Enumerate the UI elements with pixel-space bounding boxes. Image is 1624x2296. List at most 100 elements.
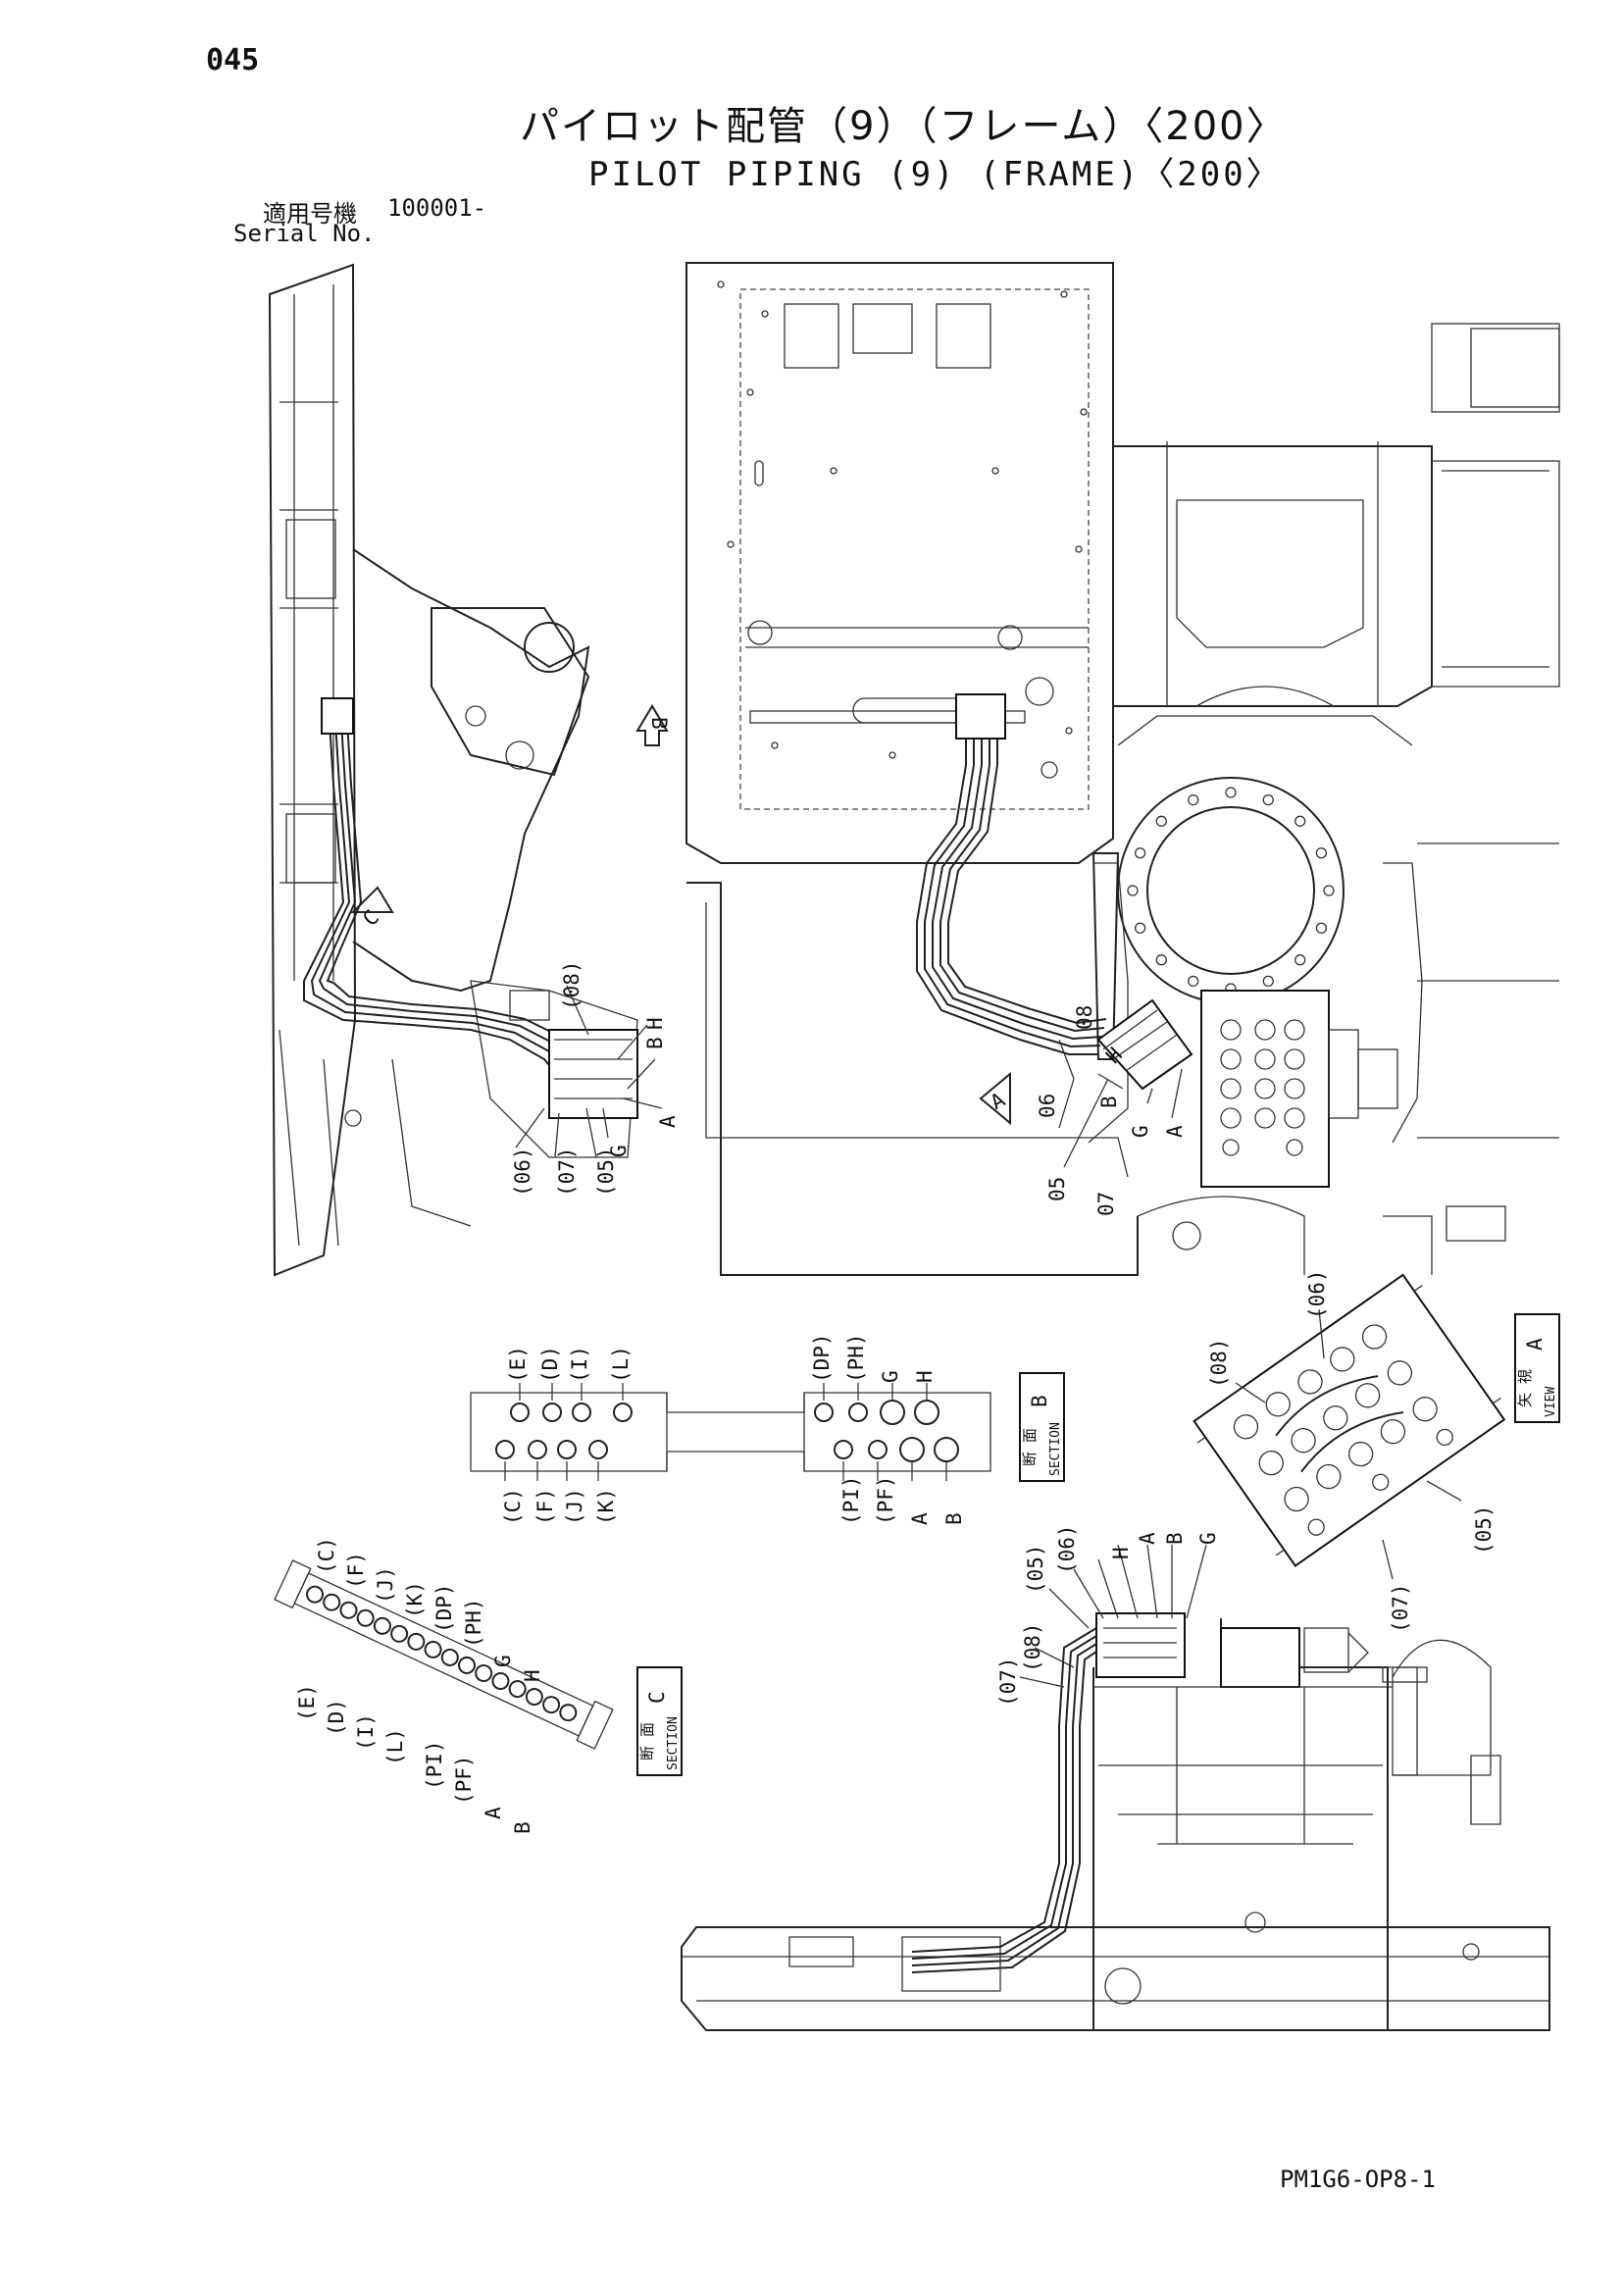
bolt-hole [1225,787,1237,798]
section-c-label: G [491,1655,515,1667]
section-b-top-label: (DP) [810,1333,834,1383]
section-c-label: (K) [403,1581,427,1618]
section-b-port [528,1440,547,1459]
section-b-bottom-label: B [942,1512,966,1525]
view-a-label: (05) [1472,1505,1496,1555]
bolt-hole [1134,847,1146,859]
section-c-label: A [482,1807,505,1819]
view-a-label: (06) [1305,1269,1329,1319]
bottom-view-label: A [1136,1532,1159,1545]
section-c-label: B [511,1821,534,1834]
section-c-tag-jp: 断 面 [638,1722,656,1760]
left-view-label: (07) [555,1147,579,1197]
section-b-bottom-label: (J) [563,1488,586,1525]
section-b-tag-en: SECTION [1048,1422,1063,1476]
section-b-top-label: (I) [568,1346,591,1383]
section-b-port [613,1403,633,1422]
section-b-top-label: G [879,1370,902,1383]
title-japanese: パイロット配管（9）（フレーム）〈200〉 [520,104,1288,149]
section-c-port [458,1656,477,1674]
section-c-port [306,1585,325,1604]
section-c-label: (PH) [462,1598,485,1648]
view-c-marker: C [358,905,383,931]
section-c-tag-en: SECTION [666,1716,681,1770]
section-c-label: (F) [344,1552,368,1589]
bottom-view-label: (06) [1055,1524,1079,1574]
view-a-label: (08) [1207,1338,1231,1388]
bolt-hole [1155,815,1167,827]
bolt-hole [1315,922,1328,934]
bottom-view-label: (05) [1024,1544,1047,1594]
section-c-port [559,1704,578,1722]
section-c-port [407,1632,426,1651]
main-view-label: G [1129,1125,1152,1138]
section-c-port [475,1663,493,1682]
left-frame-view: C (08) B H A G (05) (07) (06) [268,263,680,1277]
bottom-view-label: H [1109,1547,1133,1559]
main-view-label: A [1163,1125,1187,1138]
view-b-marker: B [647,717,671,730]
section-b-bottom-label: (F) [533,1488,557,1525]
section-b-port [834,1440,853,1459]
section-b-port [868,1440,888,1459]
section-b-port [848,1403,868,1422]
section-c-label: (PI) [423,1740,446,1790]
section-c-port [424,1640,442,1658]
section-b-bottom-label: (PF) [874,1475,897,1525]
left-view-label: (08) [560,960,584,1010]
view-b-arrow-icon [635,704,669,746]
bolt-hole [1315,847,1328,859]
left-view-label: B [643,1037,667,1049]
bolt-hole [1323,885,1335,896]
view-a-tag-en: VIEW [1544,1387,1558,1417]
section-b-bottom-label: A [908,1512,932,1525]
view-a-label: (07) [1389,1583,1412,1633]
bolt-hole [1262,975,1274,988]
left-view-label: (05) [594,1147,618,1197]
bolt-hole [1188,975,1199,988]
section-c-port [440,1648,459,1666]
section-b-bottom-label: (K) [594,1488,618,1525]
bolt-hole [1127,885,1139,896]
bolt-hole [1294,954,1306,966]
section-b-top-label: (D) [538,1346,562,1383]
view-c-arrow-icon [350,886,394,913]
section-c-label: (E) [295,1684,319,1721]
section-c-port [491,1672,510,1691]
page-number: 045 [206,43,260,77]
left-view-label: H [643,1017,667,1030]
section-c-port [323,1593,341,1611]
section-c-port [390,1624,409,1643]
section-b-bottom-label: (C) [501,1488,525,1525]
section-b-port [557,1440,577,1459]
section-b-port [572,1403,591,1422]
main-frame-view: B A 08 06 B H G A 05 07 [635,262,1560,1276]
section-b-port [588,1440,608,1459]
section-c-label: (L) [383,1728,407,1765]
bottom-view-label: (08) [1021,1622,1044,1672]
section-b-port [814,1403,834,1422]
section-c: (C)(F)(J)(K)(DP)(PH)GH(E)(D)(I)(L)(PI)(P… [274,1537,683,1834]
section-b-top-label: H [913,1370,937,1383]
section-b-port [934,1437,959,1462]
section-b-top-label: (L) [609,1346,633,1383]
section-c-port [356,1608,375,1627]
section-b-top-label: (E) [506,1346,530,1383]
main-view-label: 08 [1073,1005,1096,1030]
section-c-label: (J) [374,1566,397,1604]
section-c-label: (I) [354,1713,378,1751]
main-view-label: 05 [1045,1177,1069,1201]
title-english: PILOT PIPING (9) (FRAME)〈200〉 [588,155,1283,194]
section-c-label: (D) [325,1699,348,1736]
main-view-label: 07 [1094,1192,1118,1216]
section-c-label: (PF) [452,1755,476,1805]
main-view-label: 06 [1036,1094,1059,1118]
section-c-port [542,1696,561,1714]
bottom-side-view: (06) (05) (08) (07) H A B G [681,1524,1550,2031]
section-b-port [542,1403,562,1422]
serial-label-english: Serial No. [233,220,376,247]
view-a-arrow-icon [979,1071,1011,1126]
bolt-hole [1134,922,1146,934]
serial-label-japanese: 適用号機 [263,200,357,228]
